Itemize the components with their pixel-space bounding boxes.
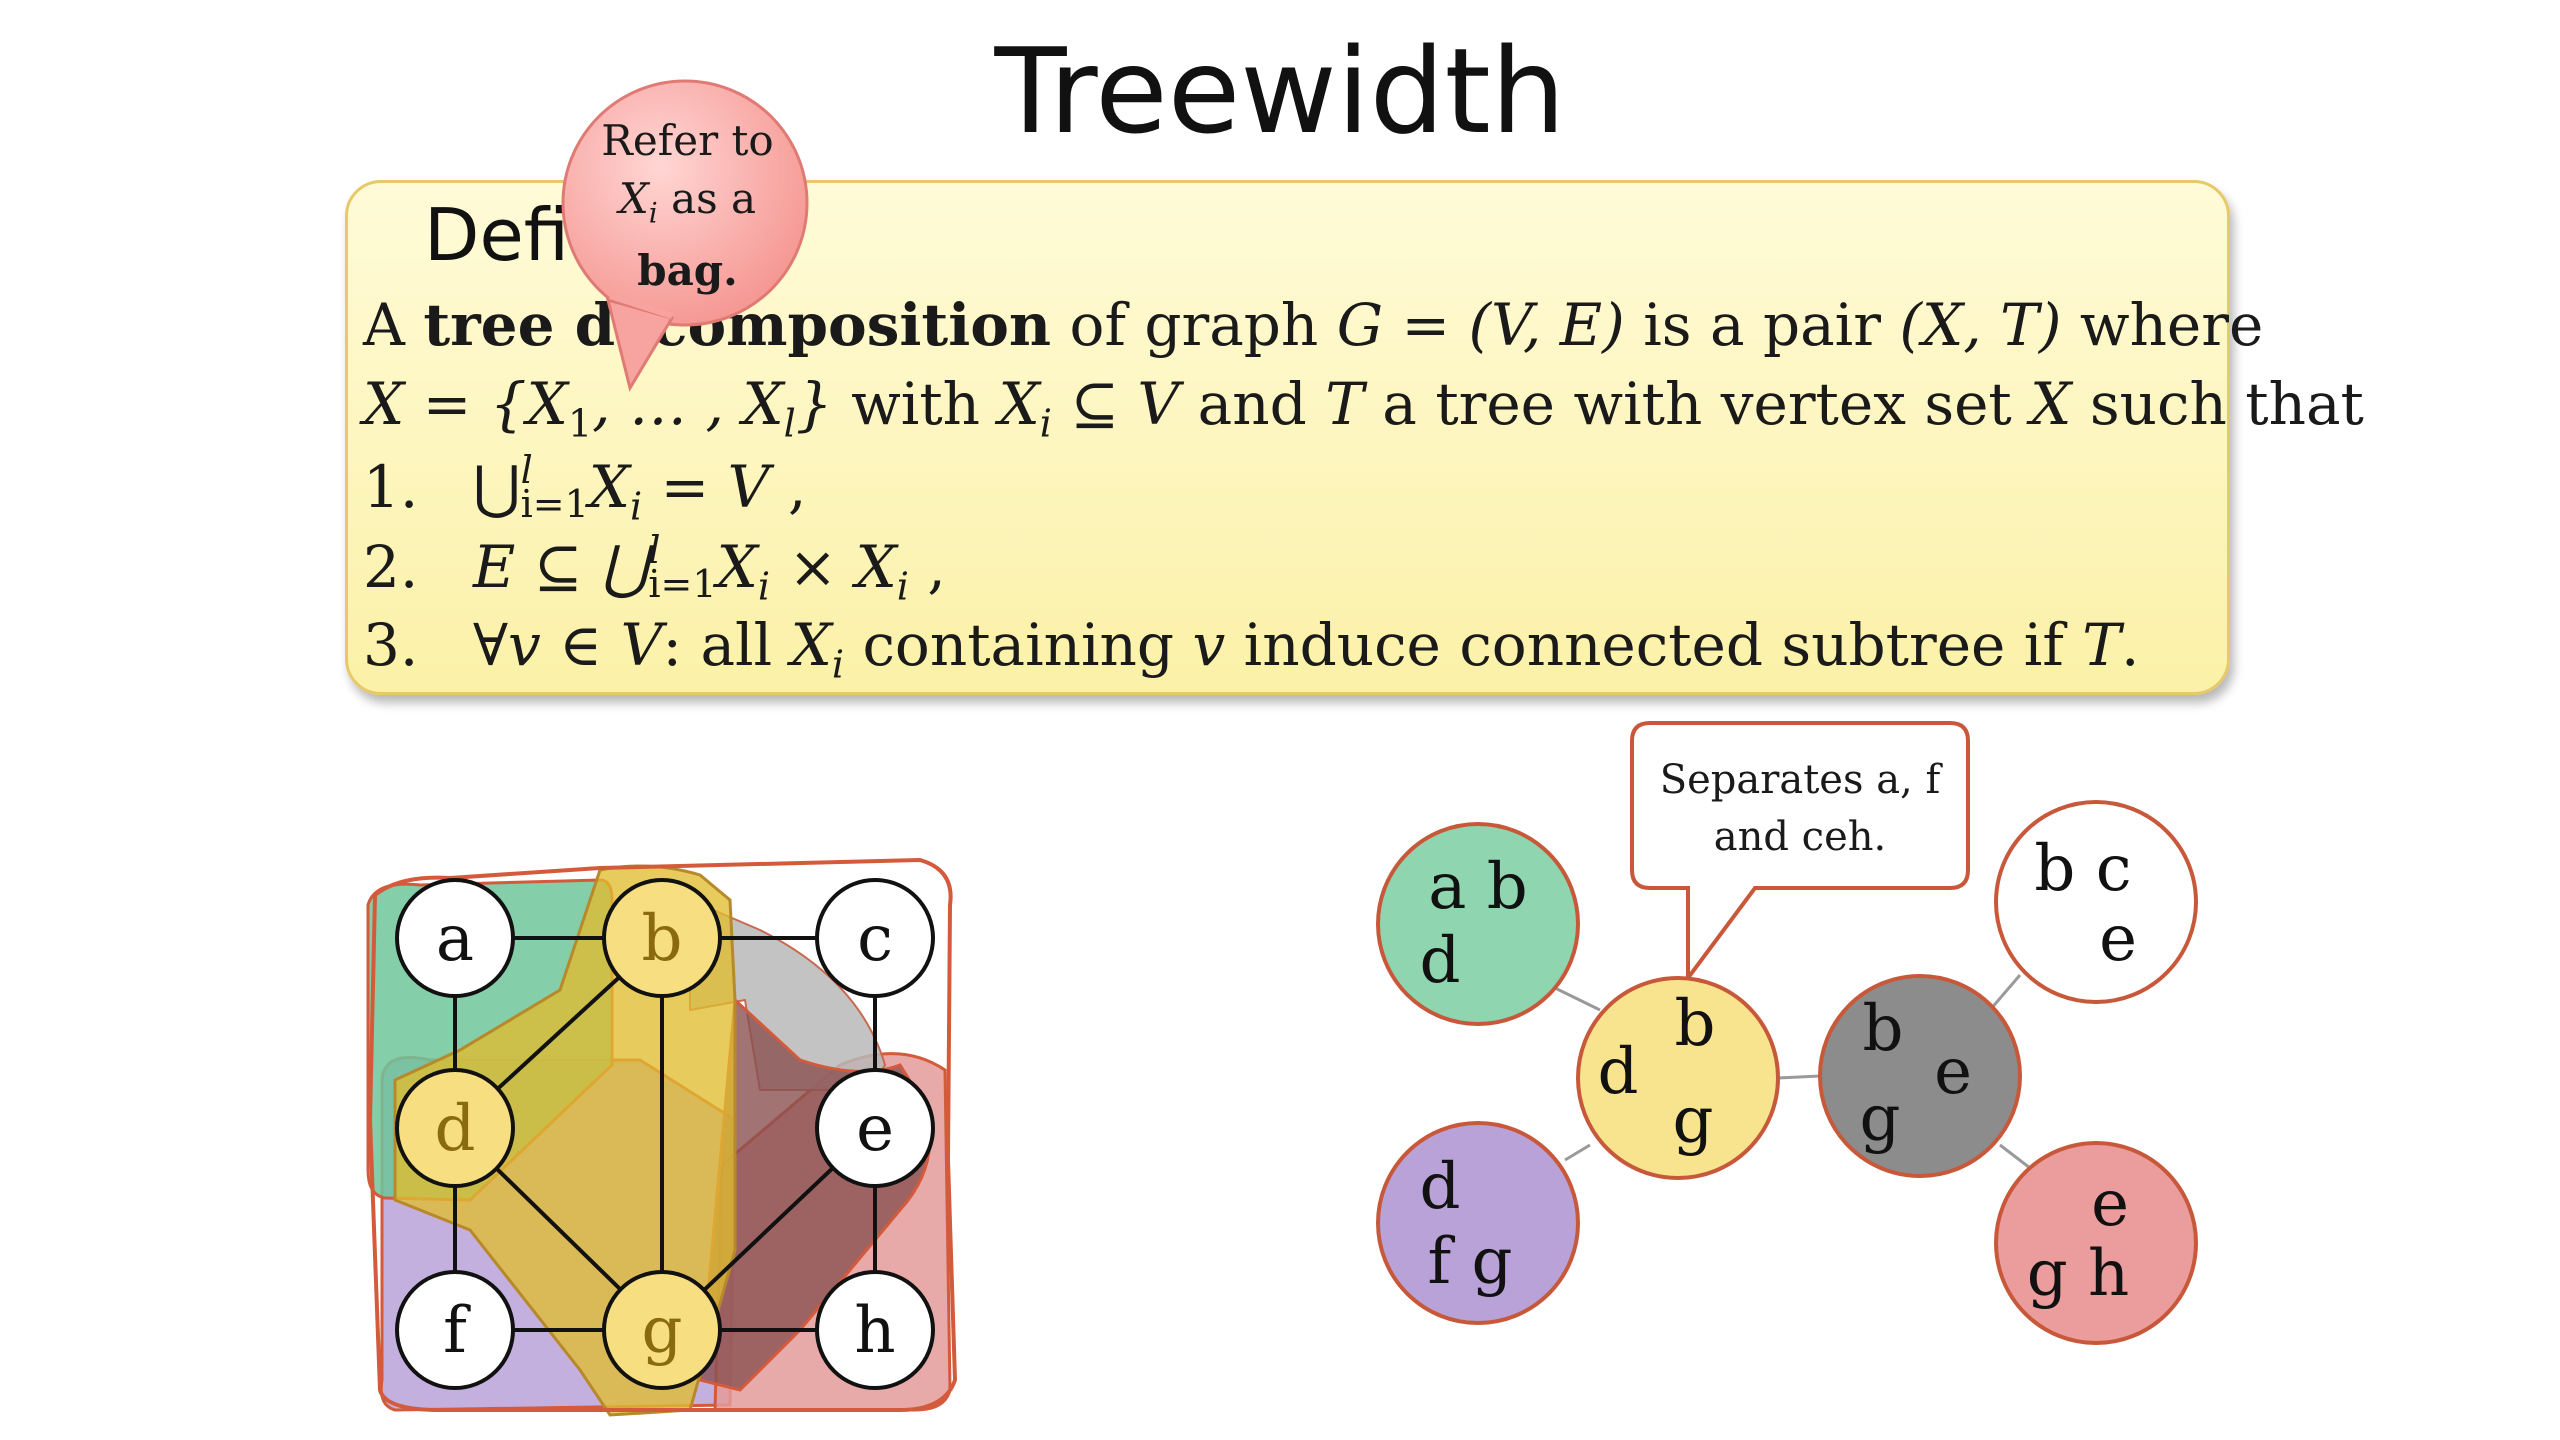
bag-callout-text: Refer to Xi as a bag.: [601, 116, 774, 296]
vertex-g: g: [602, 1270, 722, 1390]
svg-text:g: g: [1673, 1084, 1714, 1158]
svg-text:h: h: [854, 1294, 895, 1368]
tree-edge-dfg-bdg: [1564, 1143, 1591, 1162]
svg-text:e: e: [856, 1092, 894, 1166]
bag-bce: b c e: [1994, 800, 2198, 1004]
tree-edges: [1554, 974, 2031, 1170]
definition-line-1: A tree decomposition of graph G = (V, E)…: [363, 291, 2264, 359]
svg-text:b: b: [1863, 992, 1904, 1066]
svg-text:f g: f g: [1428, 1225, 1513, 1299]
svg-text:g: g: [642, 1294, 683, 1368]
tree-edge-abd-bdg: [1554, 986, 1601, 1012]
separator-callout-line-2: and ceh.: [1714, 814, 1886, 860]
bag-dfg: d f g: [1376, 1121, 1580, 1325]
svg-text:g: g: [1860, 1082, 1901, 1156]
vertex-f: f: [395, 1270, 515, 1390]
definition-line-2: X = {X1, … , Xl} with Xi ⊆ V and T a tre…: [363, 370, 2364, 446]
svg-text:f: f: [443, 1294, 471, 1368]
svg-text:b: b: [1675, 987, 1716, 1061]
svg-text:b: b: [642, 902, 683, 976]
definition-heading: Defi: [424, 193, 570, 277]
svg-text:b c: b c: [2034, 832, 2131, 906]
svg-text:d: d: [1420, 924, 1461, 998]
separator-callout-line-1: Separates a, f: [1660, 757, 1944, 803]
svg-text:g h: g h: [2027, 1237, 2130, 1311]
svg-text:e: e: [2091, 1167, 2129, 1241]
bag-bdg: b d g: [1576, 976, 1780, 1180]
vertex-e: e: [815, 1068, 935, 1188]
vertex-b: b: [602, 878, 722, 998]
svg-text:d: d: [435, 1092, 476, 1166]
slide-title: Treewidth: [994, 22, 1566, 160]
svg-text:e: e: [2099, 902, 2137, 976]
definition-item-3: 3.∀v ∈ V: all Xi containing v induce con…: [363, 611, 2140, 687]
svg-text:d: d: [1420, 1150, 1461, 1224]
tree-edge-bdg-bge: [1777, 1074, 1821, 1080]
tree-edge-bge-bce: [1988, 974, 2022, 1011]
bag-callout-bubble: [561, 79, 809, 392]
svg-text:a: a: [436, 902, 474, 976]
graph-vertices: a b c d e f g h: [395, 878, 935, 1390]
bag-abd: a b d: [1376, 822, 1580, 1026]
svg-text:a b: a b: [1428, 850, 1527, 924]
bag-egh: e g h: [1994, 1141, 2198, 1345]
bag-bge: b e g: [1818, 974, 2022, 1178]
tree-bags: a b d d f g b d g b e g b c e e g: [1376, 800, 2198, 1345]
tree-edge-bge-egh: [1999, 1143, 2031, 1170]
svg-text:c: c: [857, 902, 893, 976]
separator-callout: Separates a, f and ceh.: [1630, 721, 1970, 985]
svg-text:e: e: [1934, 1035, 1972, 1109]
vertex-d: d: [395, 1068, 515, 1188]
vertex-h: h: [815, 1270, 935, 1390]
vertex-c: c: [815, 878, 935, 998]
svg-text:d: d: [1598, 1035, 1639, 1109]
vertex-a: a: [395, 878, 515, 998]
